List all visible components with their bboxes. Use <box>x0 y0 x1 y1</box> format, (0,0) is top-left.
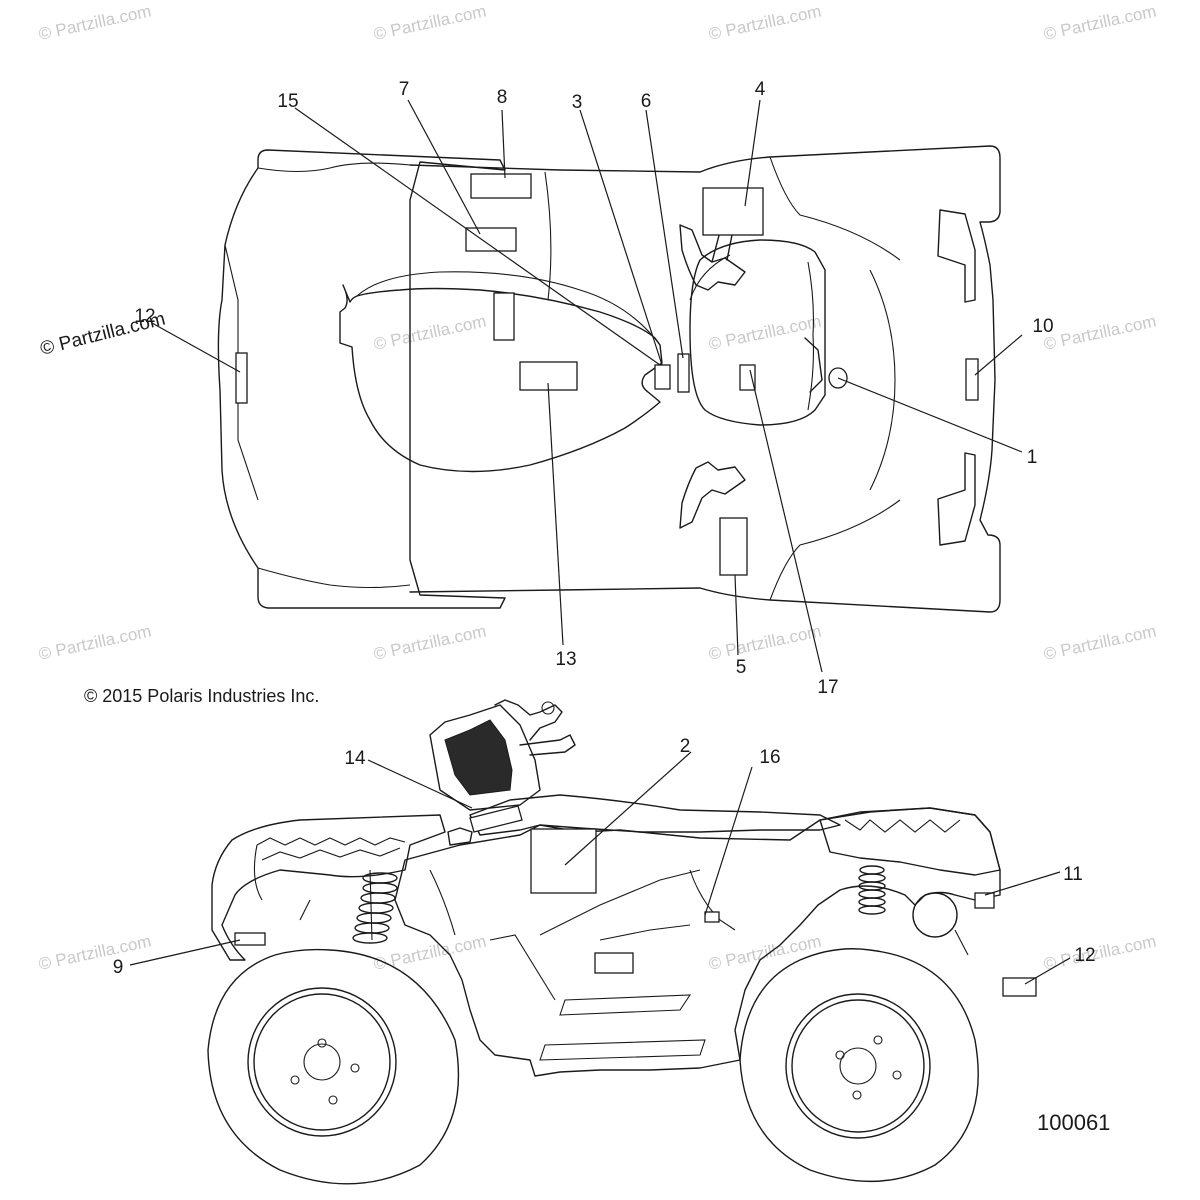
callout-11: 11 <box>1063 864 1083 885</box>
decal-8 <box>470 173 532 199</box>
decal-4 <box>702 187 764 236</box>
decal-9 <box>234 932 266 946</box>
callout-6: 6 <box>641 91 652 112</box>
callout-5: 5 <box>736 657 747 678</box>
side-rear-fender <box>211 814 446 961</box>
callout-8: 8 <box>497 87 508 108</box>
side-view-decals <box>234 805 1037 997</box>
watermark: © Partzilla.com <box>37 932 153 974</box>
watermark: © Partzilla.com <box>1042 312 1158 354</box>
top-left-grip <box>679 224 746 291</box>
decal-12-top <box>235 352 248 404</box>
watermark: © Partzilla.com <box>707 2 823 44</box>
figure-number: 100061 <box>1037 1110 1110 1135</box>
rear-shock <box>352 869 398 944</box>
watermark: © Partzilla.com <box>1042 622 1158 664</box>
decal-11 <box>974 892 995 909</box>
watermark: © Partzilla.com <box>1042 2 1158 44</box>
watermark: © Partzilla.com <box>372 932 488 974</box>
decal-2 <box>530 828 597 894</box>
top-right-grip <box>679 461 746 529</box>
watermark: © Partzilla.com <box>37 622 153 664</box>
callout-7: 7 <box>399 79 410 100</box>
decal-5 <box>719 517 748 576</box>
side-view <box>207 699 1001 1185</box>
decal-16 <box>704 911 720 923</box>
copyright-notice: © 2015 Polaris Industries Inc. <box>84 686 319 706</box>
leader-lines <box>129 99 1071 985</box>
decal-6 <box>677 353 690 393</box>
callout-16: 16 <box>759 747 780 768</box>
watermark-prominent: © Partzilla.com <box>38 309 167 360</box>
callout-1: 1 <box>1027 447 1038 468</box>
front-rim <box>785 993 931 1139</box>
watermark: © Partzilla.com <box>372 622 488 664</box>
decal-17 <box>739 364 756 391</box>
callout-labels: 15 7 8 3 6 4 12 10 1 13 5 17 2 16 14 9 1… <box>113 79 1096 978</box>
top-view <box>217 145 1001 613</box>
watermark: © Partzilla.com <box>37 2 153 44</box>
callout-9: 9 <box>113 957 124 978</box>
top-seat <box>339 284 663 473</box>
top-handlebar-hood <box>689 239 826 426</box>
front-shock <box>858 865 886 915</box>
decal-14 <box>469 805 523 833</box>
side-front-fender <box>819 807 1001 876</box>
callout-4: 4 <box>755 79 766 100</box>
decal-7 <box>465 227 517 252</box>
watermark: © Partzilla.com <box>372 312 488 354</box>
callout-13: 13 <box>555 649 576 670</box>
watermark-layer: © Partzilla.com © Partzilla.com © Partzi… <box>37 2 1158 974</box>
side-headlight <box>912 892 958 938</box>
top-view-decals <box>235 173 979 576</box>
front-tire <box>739 948 979 1182</box>
side-handlebar-pod <box>429 704 541 811</box>
decal-15 <box>493 292 515 341</box>
decal-side-lower <box>594 952 634 974</box>
watermark: © Partzilla.com <box>372 2 488 44</box>
callout-10: 10 <box>1032 316 1053 337</box>
top-rear-fender <box>217 149 506 609</box>
callout-12: 12 <box>1074 945 1095 966</box>
watermark: © Partzilla.com <box>707 312 823 354</box>
watermark: © Partzilla.com <box>1042 932 1158 974</box>
watermark: © Partzilla.com <box>707 622 823 664</box>
watermark: © Partzilla.com <box>707 932 823 974</box>
callout-14: 14 <box>344 748 366 769</box>
callout-15: 15 <box>277 91 298 112</box>
callout-3: 3 <box>572 92 583 113</box>
callout-12-top: 12 <box>134 306 155 327</box>
callout-17: 17 <box>817 677 838 698</box>
top-body-outline <box>409 145 1001 613</box>
decal-3 <box>654 364 671 390</box>
rear-rim <box>247 987 397 1137</box>
rear-tire <box>207 948 460 1185</box>
callout-2: 2 <box>680 736 691 757</box>
decal-10 <box>965 358 979 401</box>
side-seat <box>469 794 841 836</box>
